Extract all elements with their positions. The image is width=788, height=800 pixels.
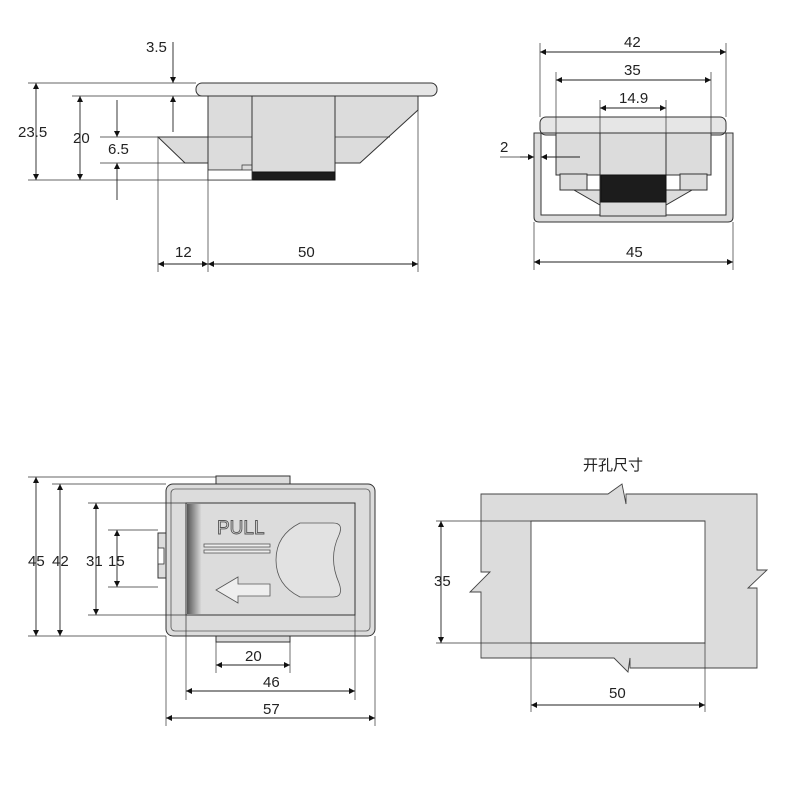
pull-label: PULL: [217, 518, 265, 539]
finger-cup: [275, 522, 341, 598]
post-left: [559, 173, 588, 191]
dim-total-height: 23.5: [18, 124, 47, 141]
dim-body-width: 46: [263, 674, 280, 691]
front-view: PULL 45 42 31 15 20 46 57: [28, 475, 376, 726]
body-slope: [334, 95, 419, 164]
dim-height: 20: [73, 130, 90, 147]
dim-tail-length: 12: [175, 244, 192, 261]
groove-1: [203, 543, 271, 548]
dim-depth: 50: [298, 244, 315, 261]
grip-strip: [187, 504, 202, 614]
dim-tail-height: 6.5: [108, 141, 129, 158]
body-center: [251, 95, 336, 181]
dim-height-total: 45: [28, 553, 45, 570]
dim-frame-thickness: 2: [500, 139, 508, 156]
panel-with-cutout: [468, 483, 769, 673]
cutout-title: 开孔尺寸: [583, 456, 643, 474]
flange: [539, 116, 727, 136]
dim-cutout-width: 50: [609, 685, 626, 702]
arrow-left-icon: [215, 576, 271, 604]
extension-lines: [436, 520, 706, 712]
side-view-part: [156, 82, 438, 181]
slot: [600, 174, 667, 203]
chamfer-left: [572, 189, 601, 206]
dim-height-body: 31: [86, 553, 103, 570]
extension-lines: [28, 82, 419, 272]
tail: [156, 136, 209, 164]
flange: [195, 82, 438, 97]
dim-flange-width: 42: [624, 34, 641, 51]
post-right: [679, 173, 708, 191]
tab-left-hole: [157, 547, 165, 565]
side-view: 23.5 20 6.5 3.5 12 50: [18, 39, 438, 272]
flange-inner-edge: [170, 488, 371, 632]
dim-slot-width: 14.9: [619, 90, 648, 107]
slot-bar: [251, 171, 336, 181]
dim-tab-width: 20: [245, 648, 262, 665]
cutout-view: 开孔尺寸 35 50: [434, 456, 769, 712]
dim-height-flange: 42: [52, 553, 69, 570]
step: [207, 169, 253, 181]
dim-frame-width: 45: [626, 244, 643, 261]
dim-cutout-height: 35: [434, 573, 451, 590]
dim-body-width: 35: [624, 62, 641, 79]
extension-lines: [500, 43, 734, 270]
dim-flange: 3.5: [146, 39, 167, 56]
body-left: [207, 95, 253, 181]
groove-2: [203, 549, 271, 554]
chamfer-right: [665, 189, 694, 206]
dim-tab-height: 15: [108, 553, 125, 570]
dim-flange-width: 57: [263, 701, 280, 718]
extension-lines: [28, 476, 376, 726]
end-view: 42 35 14.9 2 45: [500, 34, 734, 270]
